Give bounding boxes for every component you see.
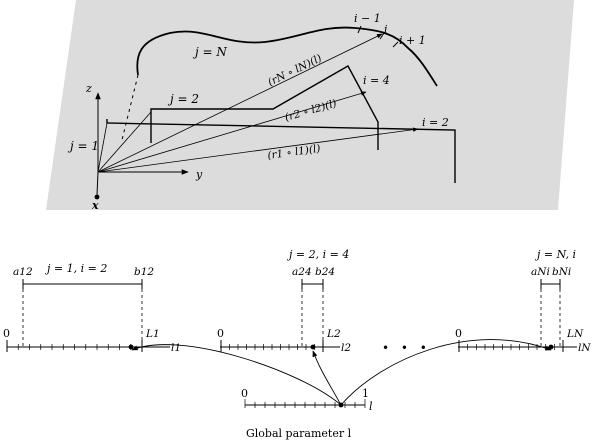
local-axis-l-label: l1	[171, 342, 181, 354]
curve-j2-path	[150, 65, 379, 150]
ray-j1	[97, 122, 108, 173]
global-axis-ticks	[244, 399, 366, 408]
x-axis-label: x	[91, 199, 99, 212]
local-axis-point	[548, 344, 554, 350]
vector-r2	[97, 91, 367, 173]
curve-j1: j = 1 i = 2	[67, 116, 456, 183]
interval-a-label: aNi	[531, 266, 550, 278]
global-axis-zero: 0	[241, 387, 248, 400]
interval-b-label: b24	[315, 266, 335, 278]
local-axis-zero-label: 0	[3, 327, 10, 340]
tick-i-end	[392, 41, 399, 48]
local-axis-point	[310, 344, 316, 350]
x-axis	[96, 171, 99, 196]
tick-i-minus-1	[357, 25, 362, 34]
curve-j1-path	[106, 119, 456, 183]
global-axis-l: l	[369, 400, 373, 413]
ellipsis: • • •	[382, 341, 431, 355]
x-axis-dot	[94, 194, 100, 200]
label-i: i	[384, 23, 388, 36]
curve-jN: j = N i − 1 i i + 1	[121, 12, 438, 141]
ray-j2	[97, 111, 152, 173]
group-header: j = 1, i = 2	[44, 262, 107, 275]
interval-b-label: b12	[134, 266, 154, 278]
local-axis-zero-label: 0	[217, 327, 224, 340]
caption: Global parameter l	[246, 427, 352, 440]
interval-a-label: a24	[292, 266, 312, 278]
global-axis-one: 1	[362, 387, 369, 400]
local-axis-L-label: L1	[145, 328, 160, 340]
label-j2: j = 2	[167, 92, 199, 106]
local-axis-L-label: L2	[326, 328, 341, 340]
vector-r1	[97, 127, 419, 173]
local-axis-point	[128, 344, 134, 350]
curve-j2: j = 2 i = 4	[150, 65, 390, 150]
curve-jN-path	[136, 26, 438, 87]
label-jN: j = N	[192, 45, 227, 59]
coordinate-axes: z y x	[85, 82, 203, 212]
z-axis-label: z	[85, 82, 92, 95]
y-axis-label: y	[195, 168, 203, 181]
vector-rN	[97, 33, 383, 173]
interval-a-label: a12	[13, 266, 33, 278]
local-axis-group: j = 1, i = 2 a12 b12 0 L1 l1	[3, 262, 181, 354]
mapping-arrow-3	[340, 339, 552, 406]
local-axis-l-label: lN	[578, 342, 591, 354]
local-axis-l-label: l2	[341, 342, 351, 354]
group-header: j = N, i	[534, 248, 576, 261]
mapping-arrow-2	[312, 350, 342, 406]
grey-plane	[46, 0, 574, 210]
label-i-minus-1: i − 1	[354, 12, 381, 25]
group-header: j = 2, i = 4	[286, 248, 349, 261]
interval-b-label: bNi	[552, 266, 571, 278]
label-i-plus-1: i + 1	[399, 34, 426, 47]
local-axis-L-label: LN	[566, 328, 584, 340]
local-axis-zero-label: 0	[455, 327, 462, 340]
label-i4: i = 4	[363, 74, 390, 87]
label-j1: j = 1	[67, 139, 99, 153]
mapping-arrow-1	[131, 344, 342, 406]
label-i2: i = 2	[422, 116, 449, 129]
global-axis: 0 1 l	[131, 339, 552, 413]
